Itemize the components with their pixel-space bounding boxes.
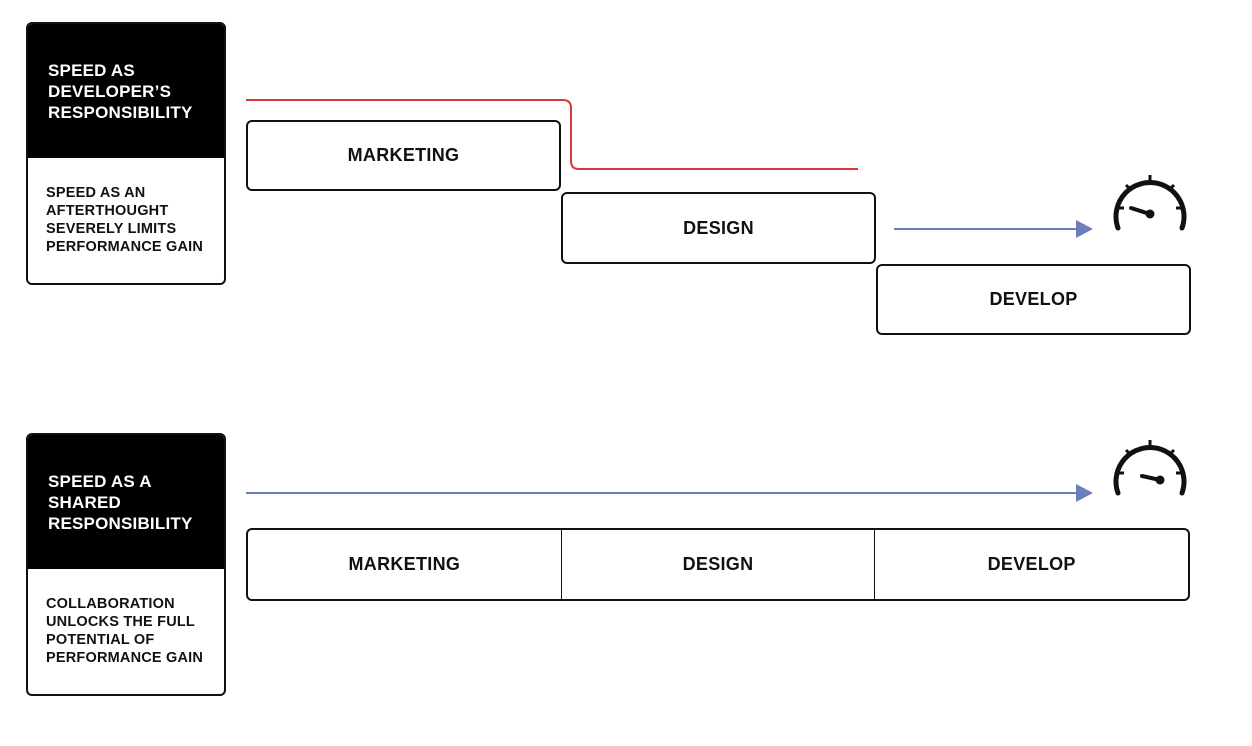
shared-stage-develop: DEVELOP	[874, 530, 1188, 599]
sequential-title-line: DEVELOPER’S	[48, 81, 172, 101]
shared-title-line: RESPONSIBILITY	[48, 513, 193, 533]
shared-description-line: COLLABORATION	[46, 596, 175, 612]
shared-title-line: SHARED	[48, 492, 121, 512]
sequential-label-card: SPEED AS DEVELOPER’S RESPONSIBILITY SPEE…	[26, 22, 226, 285]
shared-stage-marketing: MARKETING	[348, 554, 461, 574]
shared-stage-design: DESIGN	[560, 530, 875, 599]
sequential-description-line: AFTERTHOUGHT	[46, 203, 169, 219]
shared-description-line: PERFORMANCE GAIN	[46, 650, 204, 666]
shared-description-line: POTENTIAL OF	[46, 632, 155, 648]
sequential-arrow	[894, 220, 1093, 238]
shared-description: COLLABORATION UNLOCKS THE FULL POTENTIAL…	[28, 569, 224, 667]
red-step-line	[246, 99, 858, 170]
shared-description-line: UNLOCKS THE FULL	[46, 614, 195, 630]
shared-title-line: SPEED AS A	[48, 471, 152, 491]
stage-marketing: MARKETING	[246, 120, 561, 191]
shared-title: SPEED AS A SHARED RESPONSIBILITY	[28, 435, 224, 569]
stage-design: DESIGN	[561, 192, 876, 264]
sequential-title: SPEED AS DEVELOPER’S RESPONSIBILITY	[28, 24, 224, 158]
shared-stage-bar: MARKETING DESIGN DEVELOP	[246, 528, 1190, 601]
shared-arrow	[246, 484, 1093, 502]
sequential-description-line: SPEED AS AN	[46, 185, 146, 201]
sequential-title-line: RESPONSIBILITY	[48, 102, 193, 122]
sequential-description-line: PERFORMANCE GAIN	[46, 239, 204, 255]
sequential-description: SPEED AS AN AFTERTHOUGHT SEVERELY LIMITS…	[28, 158, 224, 256]
speedometer-icon	[1113, 440, 1187, 496]
sequential-title-line: SPEED AS	[48, 60, 135, 80]
sequential-description-line: SEVERELY LIMITS	[46, 221, 177, 237]
stage-develop: DEVELOP	[876, 264, 1191, 335]
shared-label-card: SPEED AS A SHARED RESPONSIBILITY COLLABO…	[26, 433, 226, 696]
speedometer-icon	[1113, 175, 1187, 231]
